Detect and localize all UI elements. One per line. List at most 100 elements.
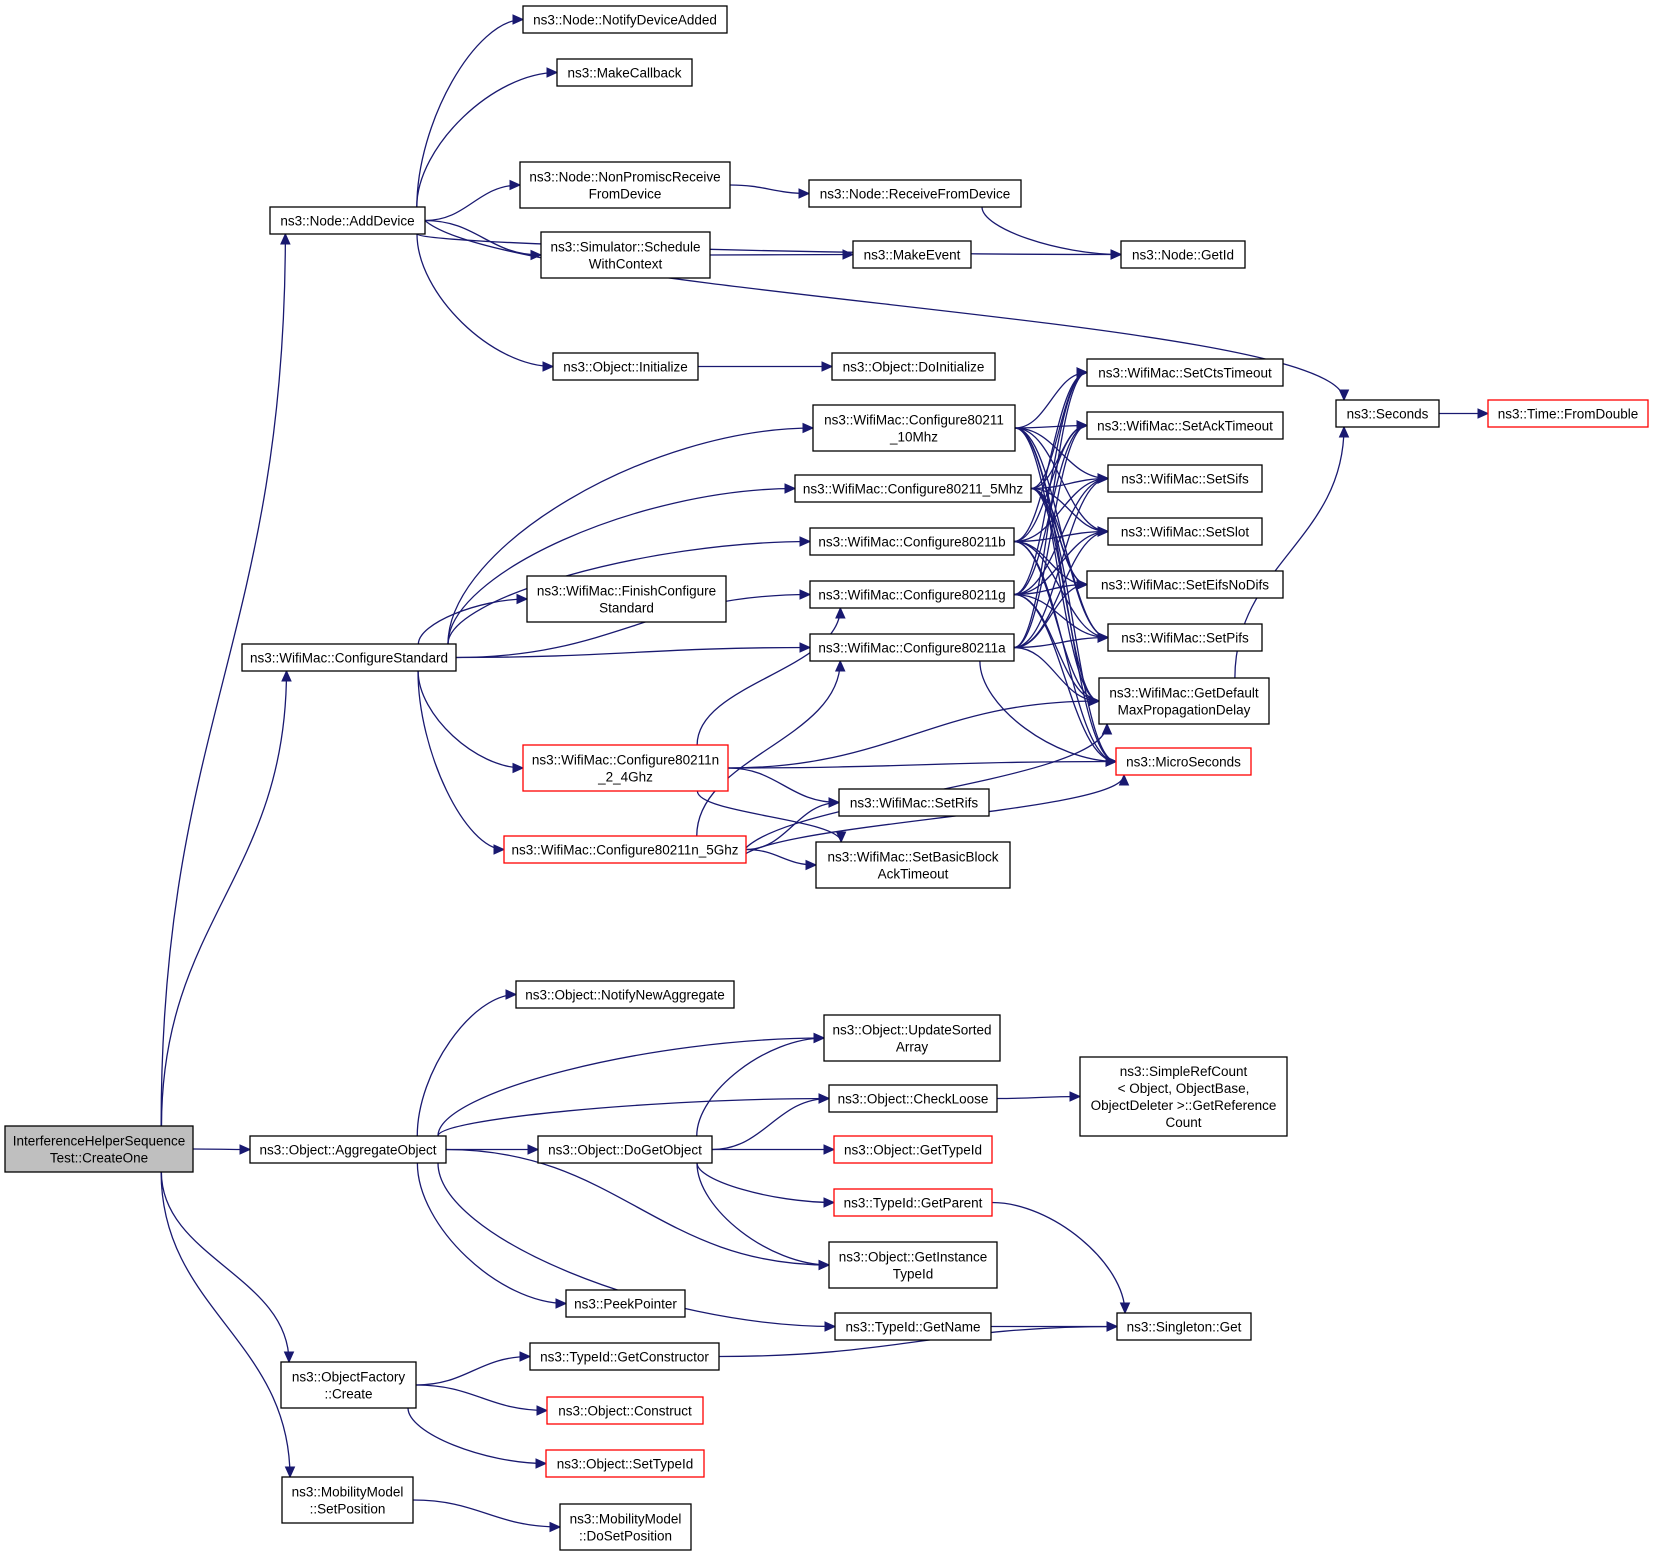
node-box[interactable]: [852, 240, 972, 269]
node-singleton-get[interactable]: ns3::Singleton::Get: [1116, 1312, 1252, 1341]
node-get-id[interactable]: ns3::Node::GetId: [1120, 240, 1246, 269]
node-box[interactable]: [565, 1289, 686, 1318]
node-box[interactable]: [815, 841, 1011, 889]
node-mobility-set-position[interactable]: ns3::MobilityModel::SetPosition: [281, 1476, 414, 1524]
node-box[interactable]: [1098, 677, 1270, 725]
node-box[interactable]: [522, 744, 729, 792]
node-check-loose[interactable]: ns3::Object::CheckLoose: [828, 1084, 998, 1113]
node-box[interactable]: [519, 161, 731, 209]
node-box[interactable]: [4, 1125, 194, 1173]
node-box[interactable]: [515, 980, 735, 1009]
node-simple-ref-count[interactable]: ns3::SimpleRefCount< Object, ObjectBase,…: [1079, 1056, 1288, 1137]
node-box[interactable]: [809, 580, 1015, 609]
node-box[interactable]: [834, 1312, 992, 1341]
node-box[interactable]: [833, 1188, 993, 1217]
node-cfg-n24[interactable]: ns3::WifiMac::Configure80211n_2_4Ghz: [522, 744, 729, 792]
node-box[interactable]: [526, 575, 727, 623]
node-box[interactable]: [1107, 623, 1263, 652]
node-box[interactable]: [1115, 747, 1252, 776]
node-box[interactable]: [823, 1014, 1001, 1062]
node-box[interactable]: [1116, 1312, 1252, 1341]
node-box[interactable]: [1086, 411, 1284, 440]
node-object-factory-create[interactable]: ns3::ObjectFactory::Create: [280, 1361, 417, 1409]
node-object-construct[interactable]: ns3::Object::Construct: [546, 1396, 704, 1425]
node-box[interactable]: [808, 179, 1022, 208]
node-box[interactable]: [838, 788, 990, 817]
node-mobility-do-set-position[interactable]: ns3::MobilityModel::DoSetPosition: [559, 1503, 692, 1551]
node-do-get-object[interactable]: ns3::Object::DoGetObject: [537, 1135, 713, 1164]
node-make-event[interactable]: ns3::MakeEvent: [852, 240, 972, 269]
node-set-slot[interactable]: ns3::WifiMac::SetSlot: [1107, 517, 1263, 546]
node-box[interactable]: [833, 1135, 993, 1164]
node-box[interactable]: [522, 5, 728, 34]
node-box[interactable]: [546, 1396, 704, 1425]
node-get-name[interactable]: ns3::TypeId::GetName: [834, 1312, 992, 1341]
node-get-type-id[interactable]: ns3::Object::GetTypeId: [833, 1135, 993, 1164]
node-cfg-g[interactable]: ns3::WifiMac::Configure80211g: [809, 580, 1015, 609]
node-notify-device-added[interactable]: ns3::Node::NotifyDeviceAdded: [522, 5, 728, 34]
node-box[interactable]: [1107, 464, 1263, 493]
node-peek-pointer[interactable]: ns3::PeekPointer: [565, 1289, 686, 1318]
node-add-device[interactable]: ns3::Node::AddDevice: [269, 206, 426, 235]
node-box[interactable]: [537, 1135, 713, 1164]
node-box[interactable]: [831, 352, 996, 381]
node-box[interactable]: [503, 835, 747, 864]
node-box[interactable]: [1086, 570, 1284, 599]
node-micro-seconds[interactable]: ns3::MicroSeconds: [1115, 747, 1252, 776]
node-box[interactable]: [559, 1503, 692, 1551]
node-box[interactable]: [556, 58, 693, 87]
node-box[interactable]: [828, 1241, 998, 1289]
node-box[interactable]: [540, 231, 711, 279]
node-box[interactable]: [1335, 399, 1440, 428]
node-get-parent[interactable]: ns3::TypeId::GetParent: [833, 1188, 993, 1217]
node-box[interactable]: [1120, 240, 1246, 269]
node-notify-new-aggregate[interactable]: ns3::Object::NotifyNewAggregate: [515, 980, 735, 1009]
node-box[interactable]: [828, 1084, 998, 1113]
node-set-rifs[interactable]: ns3::WifiMac::SetRifs: [838, 788, 990, 817]
node-make-callback[interactable]: ns3::MakeCallback: [556, 58, 693, 87]
node-from-double[interactable]: ns3::Time::FromDouble: [1487, 399, 1649, 428]
node-do-initialize[interactable]: ns3::Object::DoInitialize: [831, 352, 996, 381]
node-root[interactable]: InterferenceHelperSequenceTest::CreateOn…: [4, 1125, 194, 1173]
node-box[interactable]: [809, 633, 1015, 662]
node-box[interactable]: [280, 1361, 417, 1409]
node-box[interactable]: [1487, 399, 1649, 428]
node-get-constructor[interactable]: ns3::TypeId::GetConstructor: [529, 1342, 720, 1371]
node-box[interactable]: [249, 1135, 447, 1164]
node-receive-from-device[interactable]: ns3::Node::ReceiveFromDevice: [808, 179, 1022, 208]
node-box[interactable]: [241, 643, 457, 672]
node-box[interactable]: [1079, 1056, 1288, 1137]
node-cfg-a[interactable]: ns3::WifiMac::Configure80211a: [809, 633, 1015, 662]
node-box[interactable]: [1107, 517, 1263, 546]
node-box[interactable]: [269, 206, 426, 235]
node-set-pifs[interactable]: ns3::WifiMac::SetPifs: [1107, 623, 1263, 652]
node-set-ack[interactable]: ns3::WifiMac::SetAckTimeout: [1086, 411, 1284, 440]
node-aggregate-object[interactable]: ns3::Object::AggregateObject: [249, 1135, 447, 1164]
node-cfg-b[interactable]: ns3::WifiMac::Configure80211b: [809, 527, 1015, 556]
node-cfg-10mhz[interactable]: ns3::WifiMac::Configure80211_10Mhz: [812, 404, 1016, 452]
node-box[interactable]: [812, 404, 1016, 452]
node-box[interactable]: [545, 1449, 705, 1478]
node-cfg-n5[interactable]: ns3::WifiMac::Configure80211n_5Ghz: [503, 835, 747, 864]
node-box[interactable]: [1086, 358, 1284, 387]
node-configure-standard[interactable]: ns3::WifiMac::ConfigureStandard: [241, 643, 457, 672]
node-box[interactable]: [281, 1476, 414, 1524]
node-box[interactable]: [552, 352, 699, 381]
node-object-initialize[interactable]: ns3::Object::Initialize: [552, 352, 699, 381]
node-set-type-id[interactable]: ns3::Object::SetTypeId: [545, 1449, 705, 1478]
node-box[interactable]: [794, 474, 1032, 503]
node-set-eifs[interactable]: ns3::WifiMac::SetEifsNoDifs: [1086, 570, 1284, 599]
node-seconds[interactable]: ns3::Seconds: [1335, 399, 1440, 428]
node-cfg-5mhz[interactable]: ns3::WifiMac::Configure80211_5Mhz: [794, 474, 1032, 503]
node-get-default-delay[interactable]: ns3::WifiMac::GetDefaultMaxPropagationDe…: [1098, 677, 1270, 725]
node-box[interactable]: [529, 1342, 720, 1371]
node-set-sifs[interactable]: ns3::WifiMac::SetSifs: [1107, 464, 1263, 493]
node-set-cts[interactable]: ns3::WifiMac::SetCtsTimeout: [1086, 358, 1284, 387]
node-box[interactable]: [809, 527, 1015, 556]
